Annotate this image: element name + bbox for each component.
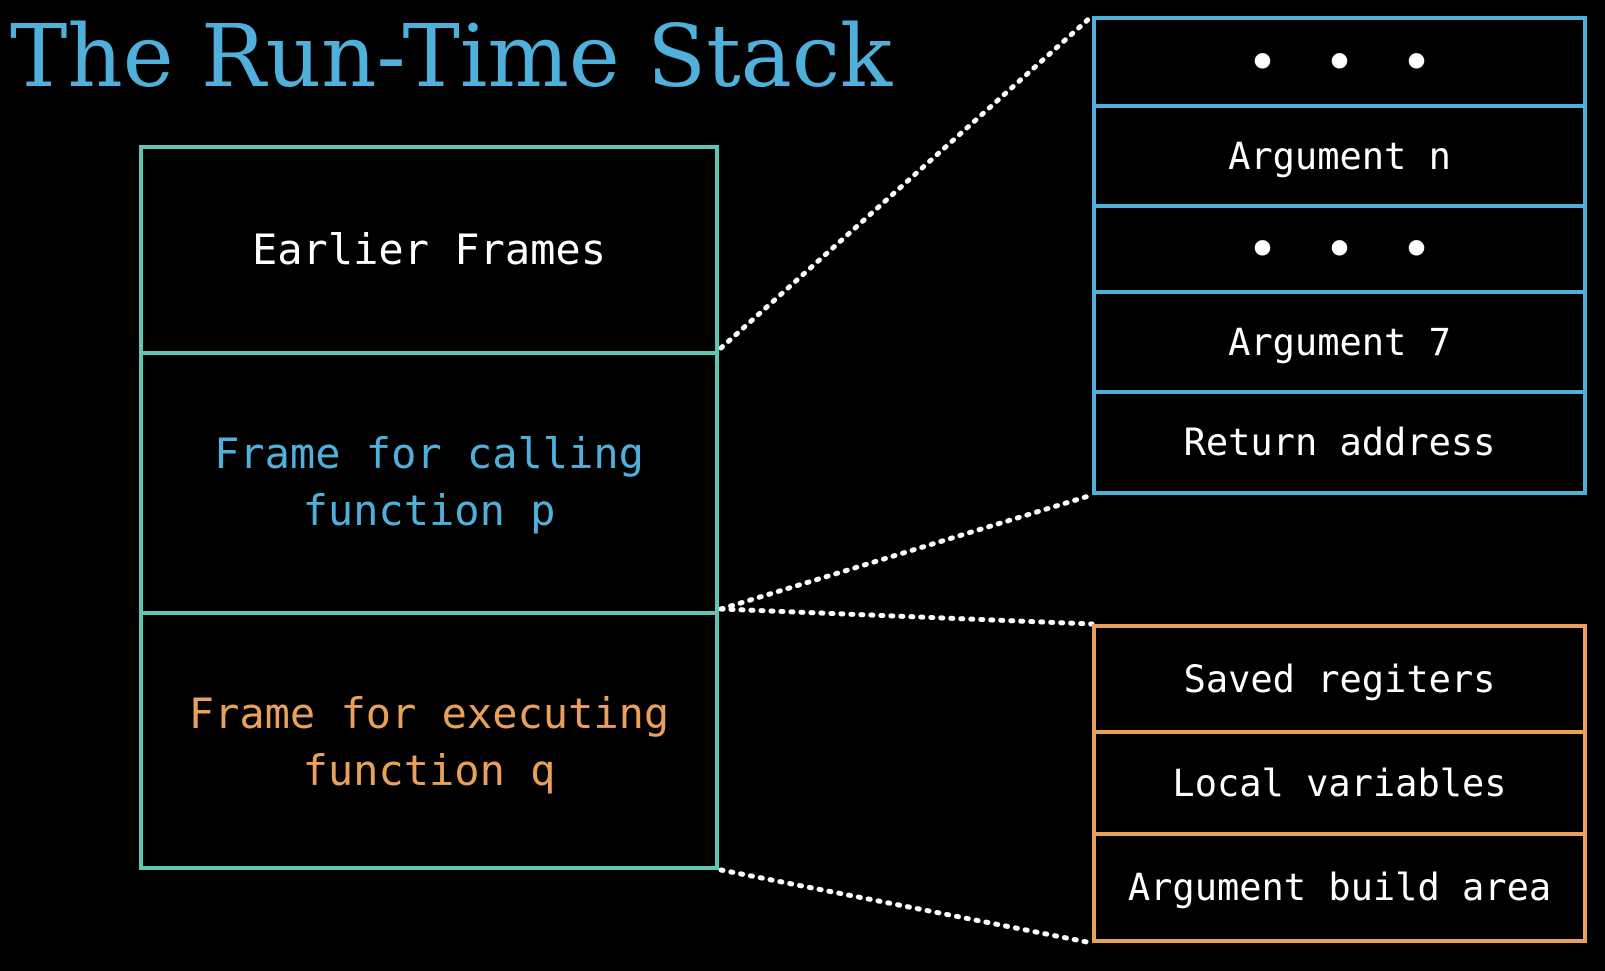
diagram-title: The Run-Time Stack: [10, 7, 893, 107]
caller-frame-label-line2: function p: [302, 486, 556, 535]
run-time-stack: Earlier Frames Frame for calling functio…: [139, 145, 719, 870]
earlier-frames-label: Earlier Frames: [251, 224, 606, 274]
callee-connector-top: [718, 606, 1095, 627]
argument-7-row: Argument 7: [1096, 290, 1583, 390]
ellipsis-row-middle: • • •: [1096, 204, 1583, 290]
callee-frame-cell: Frame for executing function q: [143, 611, 715, 870]
callee-frame-detail: Saved regiters Local variables Argument …: [1092, 624, 1587, 943]
caller-frame-label-line1: Frame for calling: [214, 429, 644, 479]
argument-n-row: Argument n: [1096, 104, 1583, 204]
saved-registers-row: Saved regiters: [1183, 657, 1496, 701]
callee-frame-label-line1: Frame for executing: [188, 688, 670, 738]
callee-connector-bottom: [718, 867, 1095, 946]
caller-connector-top: [718, 13, 1095, 351]
argument-build-area-row: Argument build area: [1096, 832, 1583, 939]
earlier-frames-cell: Earlier Frames: [143, 149, 715, 351]
return-address-row: Return address: [1096, 390, 1583, 491]
caller-frame-cell: Frame for calling function p: [143, 351, 715, 611]
ellipsis-row-top: • • •: [1249, 36, 1442, 88]
callee-frame-label-line2: function q: [302, 745, 556, 795]
caller-frame-detail: • • • Argument n • • • Argument 7 Return…: [1092, 16, 1587, 495]
local-variables-row: Local variables: [1096, 730, 1583, 832]
caller-connector-bottom: [718, 492, 1095, 612]
